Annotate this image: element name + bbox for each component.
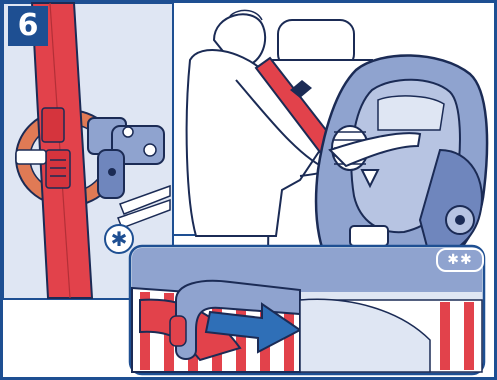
detail-marker-single: ✱	[104, 224, 134, 254]
detail-marker-double: ✱✱	[436, 248, 484, 272]
step-number-badge: 6	[8, 6, 48, 46]
belt-guide-detail	[130, 246, 484, 374]
